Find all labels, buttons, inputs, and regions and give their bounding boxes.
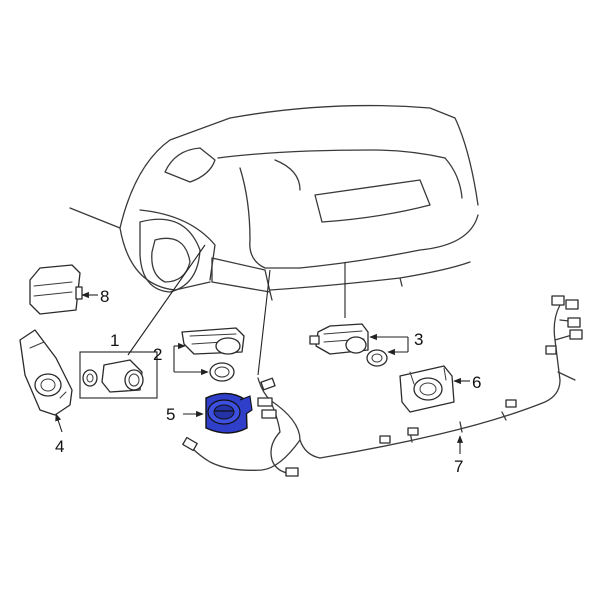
sensor-bracket-part[interactable] xyxy=(399,365,455,413)
bumper-bracket-part[interactable] xyxy=(19,329,73,416)
callout-4[interactable]: 4 xyxy=(55,437,64,456)
callout-7[interactable]: 7 xyxy=(454,457,463,476)
sensor-retainer-part[interactable] xyxy=(209,362,235,382)
sensor-kit-box xyxy=(79,351,158,399)
callout-3[interactable]: 3 xyxy=(414,330,423,349)
callout-2[interactable]: 2 xyxy=(153,345,162,364)
park-sensor-part-2[interactable] xyxy=(181,327,245,355)
park-sensor-part-1[interactable] xyxy=(82,359,144,393)
sensor-retainer-part-3[interactable] xyxy=(366,349,388,367)
callout-5[interactable]: 5 xyxy=(166,405,175,424)
vehicle-rear-outline xyxy=(69,104,479,301)
park-sensor-part-3[interactable] xyxy=(309,323,369,355)
callout-6[interactable]: 6 xyxy=(472,373,481,392)
control-module-part[interactable] xyxy=(29,264,83,315)
callout-1[interactable]: 1 xyxy=(110,331,119,350)
callout-4-arrow xyxy=(55,413,63,433)
callout-8[interactable]: 8 xyxy=(100,287,109,306)
wiring-harness-part[interactable] xyxy=(182,295,583,477)
sensor-mount-part[interactable] xyxy=(205,392,253,434)
vehicle-leader-lines xyxy=(127,244,346,376)
